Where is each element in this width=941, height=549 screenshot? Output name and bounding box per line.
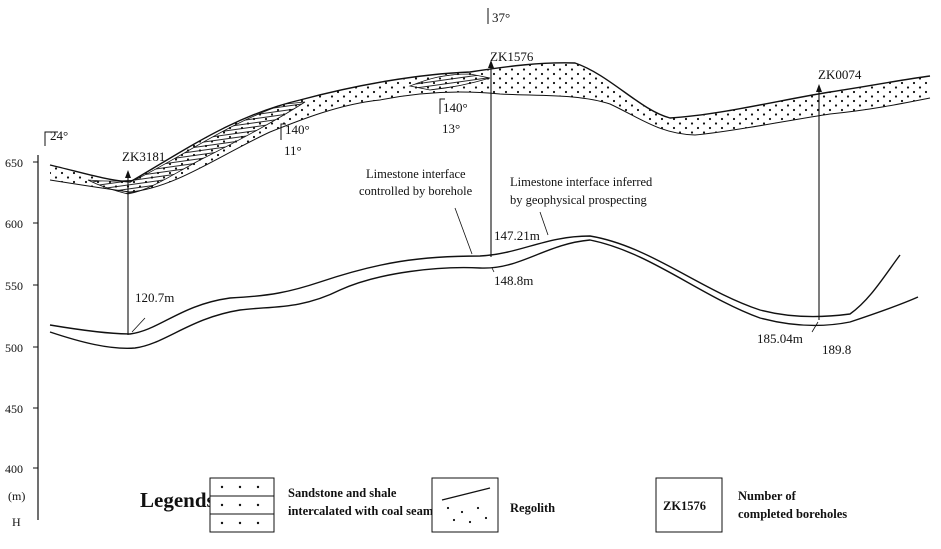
depth-zk1576-lower: 148.8m — [494, 273, 533, 288]
borehole-zk3181-label: ZK3181 — [122, 149, 165, 164]
legend-regolith-label: Regolith — [510, 501, 555, 515]
legend-item-borehole: ZK1576 Number of completed boreholes — [655, 477, 847, 533]
legend-item-regolith: Regolith — [431, 477, 555, 533]
dip-symbol-top: 37° — [487, 8, 510, 25]
annotation-controlled-line1: Limestone interface — [366, 167, 466, 181]
legend: Legends Sandstone and shale intercalated… — [140, 477, 847, 533]
svg-text:37°: 37° — [492, 10, 510, 25]
svg-text:24°: 24° — [50, 128, 68, 143]
limestone-interface-inferred — [49, 239, 919, 350]
legend-sandstone-line1: Sandstone and shale — [288, 486, 397, 500]
borehole-zk3181-arrow — [125, 170, 131, 178]
tick-450: 450 — [5, 402, 23, 416]
legend-borehole-line1: Number of — [738, 489, 797, 503]
legend-sandstone-line2: intercalated with coal seam — [288, 504, 434, 518]
regolith-base-line — [49, 91, 931, 193]
depth-zk0074-upper: 185.04m — [757, 331, 803, 346]
elevation-axis: 650 600 550 500 450 400 (m) H — [5, 155, 39, 529]
svg-text:11°: 11° — [284, 143, 302, 158]
legend-item-sandstone: Sandstone and shale intercalated with co… — [209, 477, 434, 533]
tick-650: 650 — [5, 156, 23, 170]
depth-zk0074-lower: 189.8 — [822, 342, 851, 357]
depth-zk3181: 120.7m — [135, 290, 174, 305]
svg-text:13°: 13° — [442, 121, 460, 136]
axis-label: H — [12, 515, 21, 529]
legend-title: Legends — [140, 488, 215, 512]
legend-borehole-box: ZK1576 — [663, 499, 706, 513]
borehole-zk1576-arrow — [488, 60, 494, 68]
dip-symbol-mid-b: 140° 13° — [439, 98, 468, 136]
annotation-inferred-line1: Limestone interface inferred — [510, 175, 653, 189]
svg-text:140°: 140° — [443, 100, 468, 115]
borehole-zk1576-label: ZK1576 — [490, 49, 534, 64]
tick-500: 500 — [5, 341, 23, 355]
legend-borehole-line2: completed boreholes — [738, 507, 847, 521]
tick-600: 600 — [5, 217, 23, 231]
sandstone-shale-wedge-mid — [408, 73, 491, 91]
ground-surface-line — [49, 62, 931, 183]
annotation-inferred-line2: by geophysical prospecting — [510, 193, 648, 207]
depth-zk1576-upper: 147.21m — [494, 228, 540, 243]
tick-550: 550 — [5, 279, 23, 293]
borehole-zk0074-label: ZK0074 — [818, 67, 862, 82]
borehole-zk0074-arrow — [816, 84, 822, 92]
axis-unit: (m) — [8, 489, 25, 503]
dip-symbol-mid-a: 140° 11° — [280, 122, 310, 158]
regolith-layer — [50, 62, 930, 192]
dip-symbol-left: 24° — [44, 128, 68, 146]
tick-400: 400 — [5, 462, 23, 476]
svg-text:140°: 140° — [285, 122, 310, 137]
annotation-controlled-line2: controlled by borehole — [359, 184, 473, 198]
limestone-interface-controlled — [49, 235, 901, 335]
